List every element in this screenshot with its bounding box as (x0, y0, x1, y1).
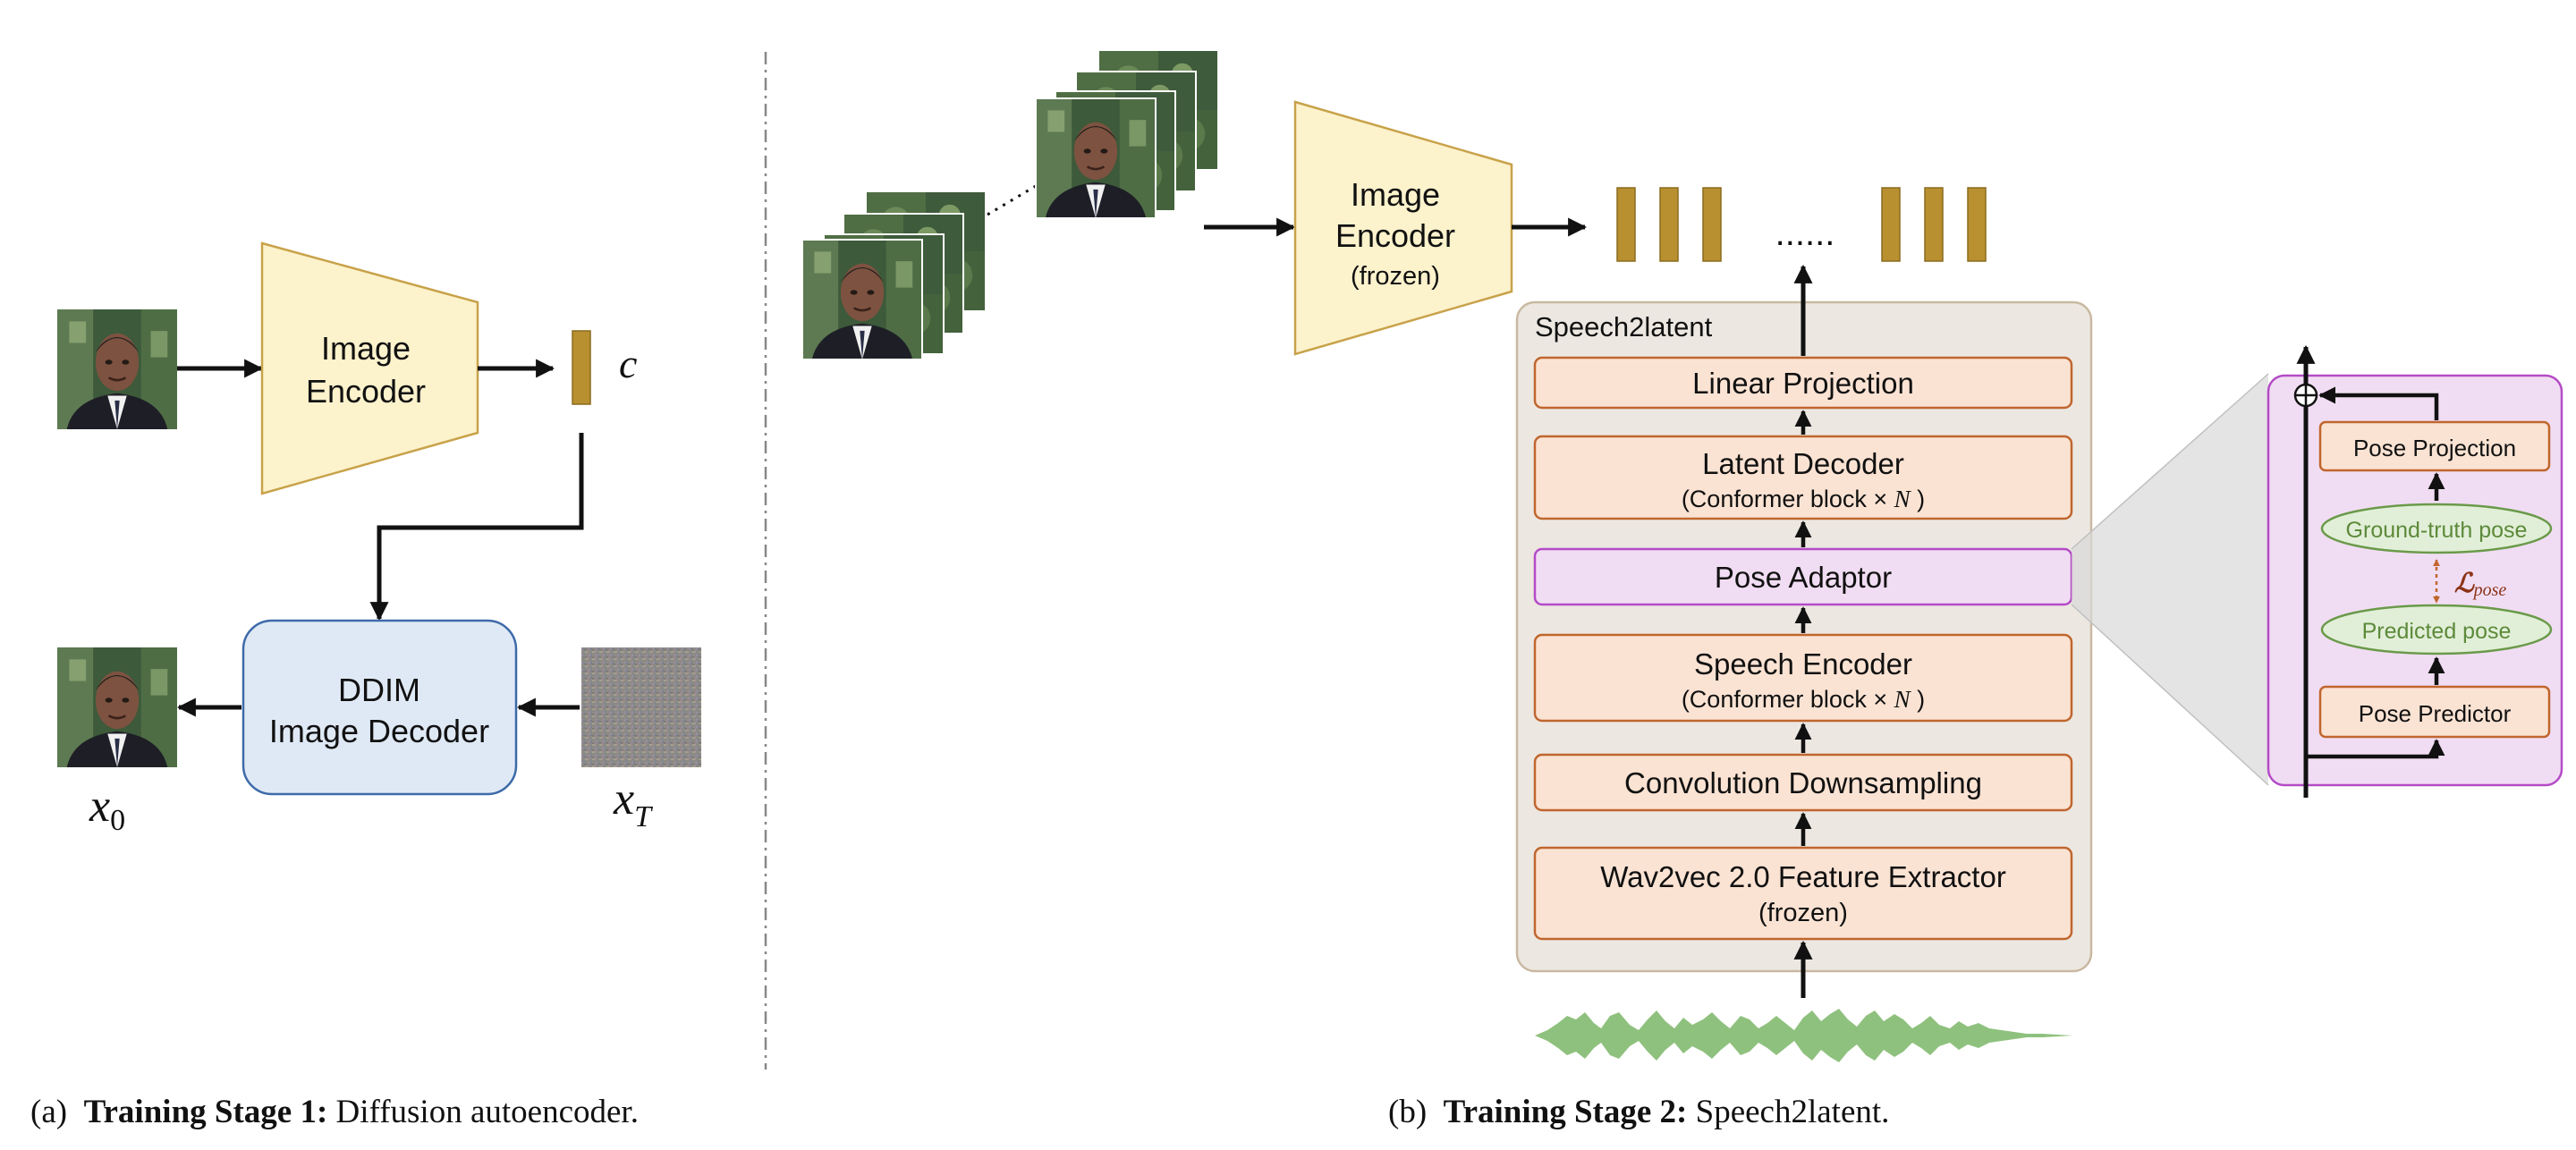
latent-bar (1967, 187, 1987, 262)
decoder-line1: DDIM (338, 672, 420, 708)
speech-encoder-block (1533, 633, 2073, 723)
latent-ellipsis: ...... (1775, 214, 1835, 253)
latent-decoder-sublabel: (Conformer block × N ) (1682, 486, 1925, 512)
waveform-icon (1535, 1009, 2073, 1062)
latent-sequence: ...... (1616, 187, 1987, 262)
linear-projection-label: Linear Projection (1692, 367, 1914, 400)
speech-encoder-sublabel: (Conformer block × N ) (1682, 686, 1925, 713)
pose-predictor-label: Pose Predictor (2359, 700, 2512, 727)
pose-adaptor-detail (2267, 374, 2563, 787)
zoom-fan (2072, 374, 2268, 785)
frames-ellipsis-connector (987, 184, 1037, 216)
ground-truth-pose-node (2320, 503, 2553, 554)
stage1-panel: Image Encoder c DDIM Image Decoder x0 xT (57, 241, 701, 837)
video-frames-stack-left-icon (801, 190, 987, 360)
latent-bar (1924, 187, 1944, 262)
stage1-encoder-subtitle: Encoder (306, 373, 426, 410)
stage2-encoder-line2: Encoder (1335, 217, 1455, 254)
noise-label: xT (613, 774, 653, 833)
stage1-caption-bold: Training Stage 1: (83, 1094, 328, 1130)
stage1-image-encoder: Image Encoder (260, 241, 479, 495)
wav2vec-label: Wav2vec 2.0 Feature Extractor (1600, 860, 2006, 893)
pose-loss-label: ℒpose (2454, 569, 2506, 600)
stage2-encoder-line3: (frozen) (1351, 262, 1440, 291)
pose-predictor-block (2318, 685, 2551, 739)
stage2-encoder-line1: Image (1351, 176, 1440, 213)
pose-adaptor-label: Pose Adaptor (1715, 561, 1892, 594)
decoder-line2: Image Decoder (269, 713, 489, 749)
wav2vec-sublabel: (frozen) (1758, 899, 1848, 927)
oplus-icon (2293, 383, 2318, 408)
conv-downsampling-block (1533, 753, 2073, 812)
latent-bar (1659, 187, 1679, 262)
stage1-caption-text: Diffusion autoencoder. (335, 1094, 639, 1130)
stage2-caption-text: Speech2latent. (1695, 1094, 1890, 1130)
ground-truth-pose-label: Ground-truth pose (2346, 518, 2528, 543)
speech2latent-title: Speech2latent (1535, 311, 1713, 342)
stage2-panel: Image Encoder (frozen) ...... Speech2lat… (801, 49, 2563, 1062)
latent-bar (1702, 187, 1722, 262)
speech-encoder-label: Speech Encoder (1694, 647, 1912, 681)
conv-downsampling-label: Convolution Downsampling (1624, 766, 1982, 799)
stage2-caption: (b) Training Stage 2: Speech2latent. (1388, 1093, 1889, 1131)
latent-decoder-block (1533, 435, 2073, 520)
linear-projection-block (1533, 356, 2073, 410)
ddim-image-decoder: DDIM Image Decoder (242, 619, 518, 796)
stage1-caption-prefix: (a) (30, 1094, 68, 1130)
stage1-caption: (a) Training Stage 1: Diffusion autoenco… (30, 1093, 639, 1131)
latent-bar (1616, 187, 1636, 262)
output-label: x0 (89, 781, 125, 837)
wav2vec-block (1533, 846, 2073, 941)
latent-decoder-label: Latent Decoder (1702, 447, 1904, 480)
latent-bar (1881, 187, 1901, 262)
latent-code-label: c (619, 341, 637, 386)
predicted-pose-node (2320, 604, 2553, 655)
stage2-image-encoder: Image Encoder (frozen) (1293, 100, 1513, 356)
stage2-caption-prefix: (b) (1388, 1094, 1428, 1130)
input-face-photo-icon (57, 309, 177, 429)
pose-projection-block (2318, 420, 2551, 472)
pose-projection-label: Pose Projection (2353, 435, 2516, 461)
output-face-photo-icon (57, 647, 177, 767)
noise-image-icon (581, 647, 701, 767)
predicted-pose-label: Predicted pose (2362, 619, 2512, 644)
stage2-caption-bold: Training Stage 2: (1443, 1094, 1688, 1130)
video-frames-stack-right-icon (1035, 49, 1219, 219)
stage1-encoder-title: Image (321, 330, 411, 367)
latent-code-bar (572, 330, 591, 405)
